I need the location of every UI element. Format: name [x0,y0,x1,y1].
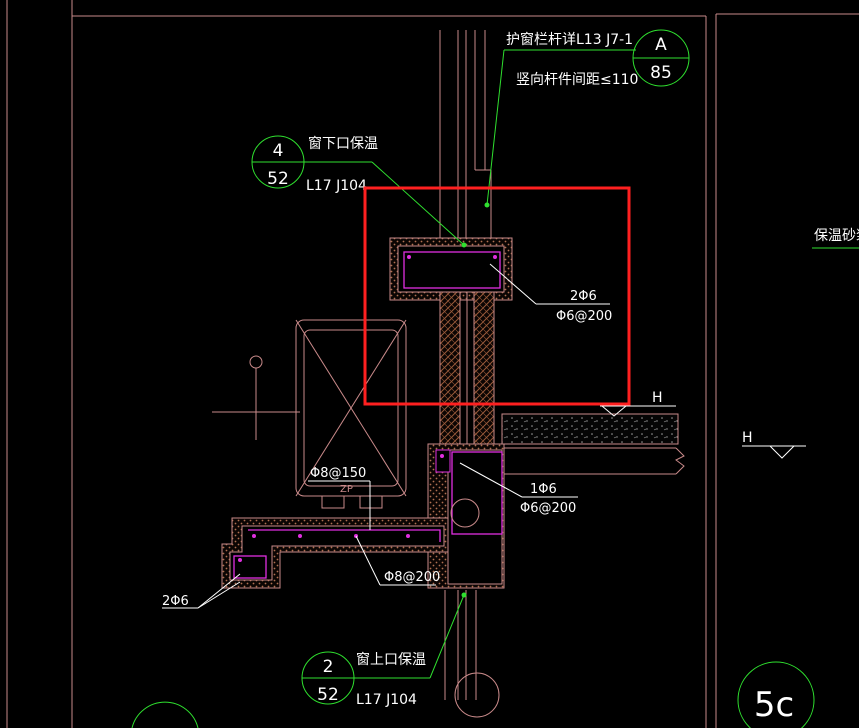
hood-rebar-upper: Φ8@150 [310,466,366,481]
ac-unit-outline [295,319,407,509]
drain-pipe [212,355,300,440]
sill-callout: 4 52 [251,135,305,189]
hood-rebar-bottom: 2Φ6 [162,594,189,609]
hood-rebar-lower: Φ8@200 [384,570,440,585]
callout-leaders [304,49,859,679]
downpipe-circle [454,672,500,718]
leader-lines [162,263,806,609]
sill-rebar-top: 2Φ6 [570,289,597,304]
ring-beam [427,443,505,589]
sill-insulation-label: 窗下口保温 [308,135,378,152]
ac-hood [221,517,449,589]
level-mark-main: H [652,390,663,406]
head-insulation-ref: L17 J104 [356,692,417,708]
window-railing-lines [439,30,492,700]
sill-callout-top: 4 [273,141,284,161]
sheet-frame [6,0,859,728]
railing-callout-top: A [655,35,667,55]
unit-label: ZP [340,484,353,495]
railing-callout: A 85 [632,29,690,87]
floor-slab [501,413,685,475]
sill-callout-bottom: 52 [267,169,289,189]
sill-insulation-ref: L17 J104 [306,178,367,194]
railing-callout-text: 护窗栏杆详L13 J7-1 [506,31,633,48]
level-mark-side: H [742,430,753,446]
highlight-box [363,186,631,406]
head-anchor-dot [461,592,467,598]
bottom-left-arc [131,701,199,728]
detail-number: 5c [754,685,794,725]
sill-rebar-stirrup: Φ6@200 [556,309,612,324]
railing-anchor-dot [484,202,490,208]
head-callout: 2 52 [301,651,355,705]
right-label: 保温砂浆 [814,228,859,244]
head-callout-bottom: 52 [317,685,339,705]
beam-rebar-stirrup: Φ6@200 [520,501,576,516]
window-sill-beam [389,237,513,301]
sill-anchor-dot [461,242,467,248]
wall-section [439,291,495,445]
detail-callout: 5c [737,661,815,728]
railing-note: 竖向杆件间距≤110 [516,72,638,88]
head-callout-top: 2 [323,657,334,677]
railing-callout-bottom: 85 [650,63,672,83]
beam-rebar-top: 1Φ6 [530,482,557,497]
head-insulation-label: 窗上口保温 [356,651,426,668]
